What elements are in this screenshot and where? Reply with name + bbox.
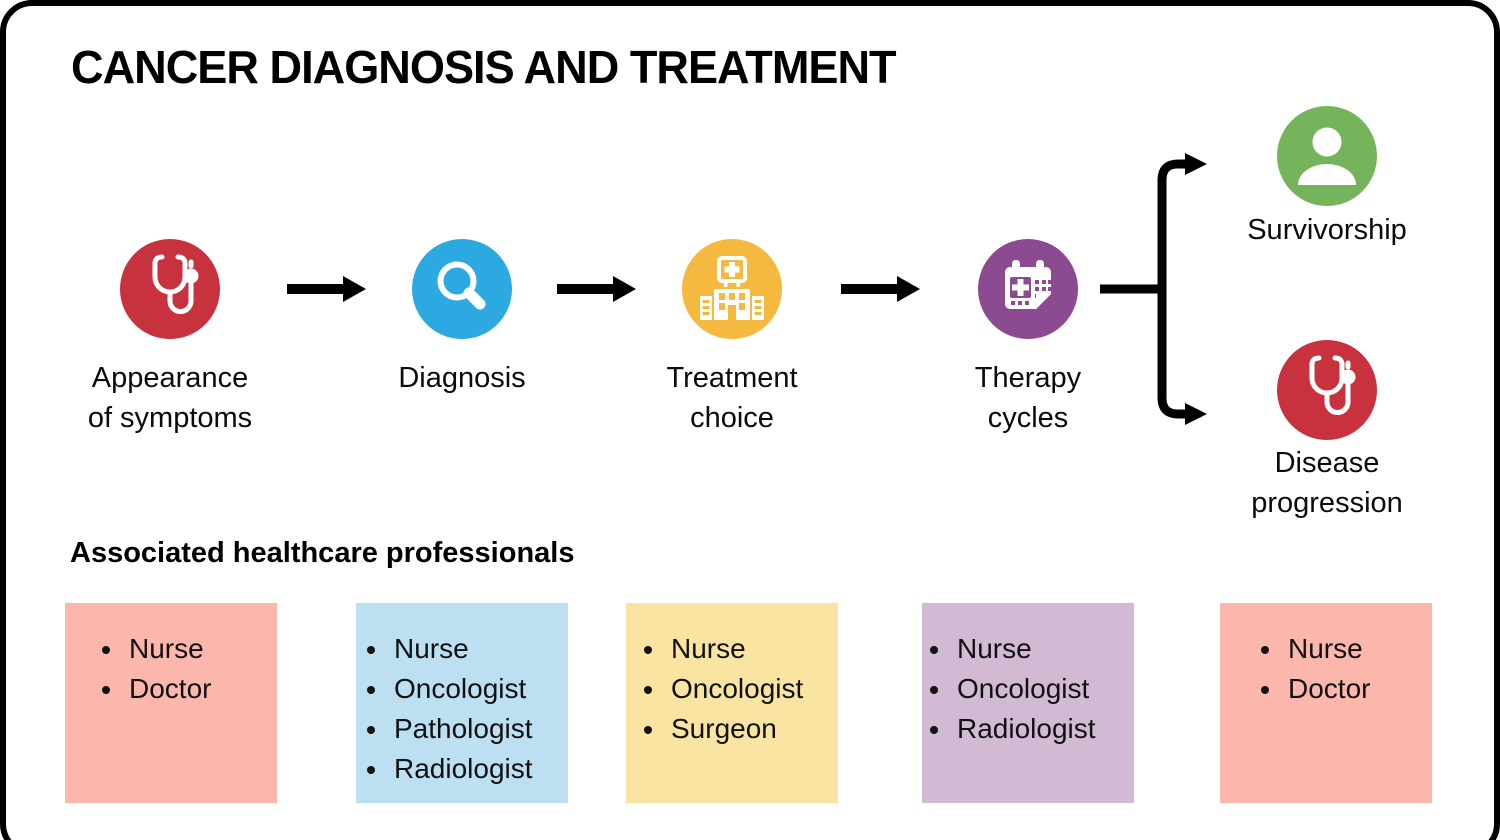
arrow-right-icon	[841, 276, 920, 302]
professionals-box-symptoms: Nurse Doctor	[65, 603, 277, 803]
professionals-list: Nurse Oncologist Pathologist Radiologist	[356, 603, 568, 789]
stethoscope-icon	[152, 254, 199, 314]
step-label-appearance-of-symptoms: Appearance of symptoms	[87, 362, 253, 434]
list-item: Nurse	[1284, 629, 1432, 669]
outcome-label-survivorship: Survivorship	[1247, 214, 1407, 246]
step-circle-appearance-of-symptoms	[120, 239, 220, 339]
outcome-label-disease-progression: Disease progression	[1251, 447, 1403, 519]
step-circle-therapy-cycles	[978, 239, 1078, 339]
stethoscope-icon	[1309, 355, 1356, 415]
page-title: CANCER DIAGNOSIS AND TREATMENT	[71, 41, 897, 93]
list-item: Oncologist	[953, 669, 1134, 709]
outcome-circle-survivorship	[1277, 106, 1377, 206]
arrow-right-icon	[287, 276, 366, 302]
list-item: Radiologist	[390, 749, 568, 789]
professionals-list: Nurse Doctor	[65, 603, 277, 709]
list-item: Nurse	[125, 629, 277, 669]
magnifying-glass-icon	[437, 261, 486, 310]
professionals-list: Nurse Oncologist Surgeon	[626, 603, 838, 749]
list-item: Nurse	[953, 629, 1134, 669]
step-label-treatment-choice: Treatment choice	[666, 362, 798, 434]
outcome-circle-disease-progression	[1277, 340, 1377, 440]
fork-branch-arrows-icon	[1100, 153, 1207, 425]
step-circle-treatment-choice	[682, 239, 782, 339]
professionals-box-therapy-cycles: Nurse Oncologist Radiologist	[922, 603, 1134, 803]
list-item: Nurse	[390, 629, 568, 669]
list-item: Doctor	[125, 669, 277, 709]
professionals-box-diagnosis: Nurse Oncologist Pathologist Radiologist	[356, 603, 568, 803]
step-label-diagnosis: Diagnosis	[398, 362, 526, 394]
arrow-right-icon	[557, 276, 636, 302]
professionals-list: Nurse Doctor	[1220, 603, 1432, 709]
professionals-list: Nurse Oncologist Radiologist	[922, 603, 1134, 749]
step-label-therapy-cycles: Therapy cycles	[974, 362, 1082, 434]
list-item: Oncologist	[667, 669, 838, 709]
professionals-box-outcomes: Nurse Doctor	[1220, 603, 1432, 803]
list-item: Radiologist	[953, 709, 1134, 749]
person-icon	[1298, 127, 1356, 185]
section-heading-professionals: Associated healthcare professionals	[70, 537, 575, 569]
calendar-icon	[1005, 260, 1052, 309]
list-item: Surgeon	[667, 709, 838, 749]
list-item: Doctor	[1284, 669, 1432, 709]
professionals-box-treatment-choice: Nurse Oncologist Surgeon	[626, 603, 838, 803]
step-circle-diagnosis	[412, 239, 512, 339]
list-item: Pathologist	[390, 709, 568, 749]
list-item: Oncologist	[390, 669, 568, 709]
list-item: Nurse	[667, 629, 838, 669]
hospital-icon	[700, 256, 764, 320]
